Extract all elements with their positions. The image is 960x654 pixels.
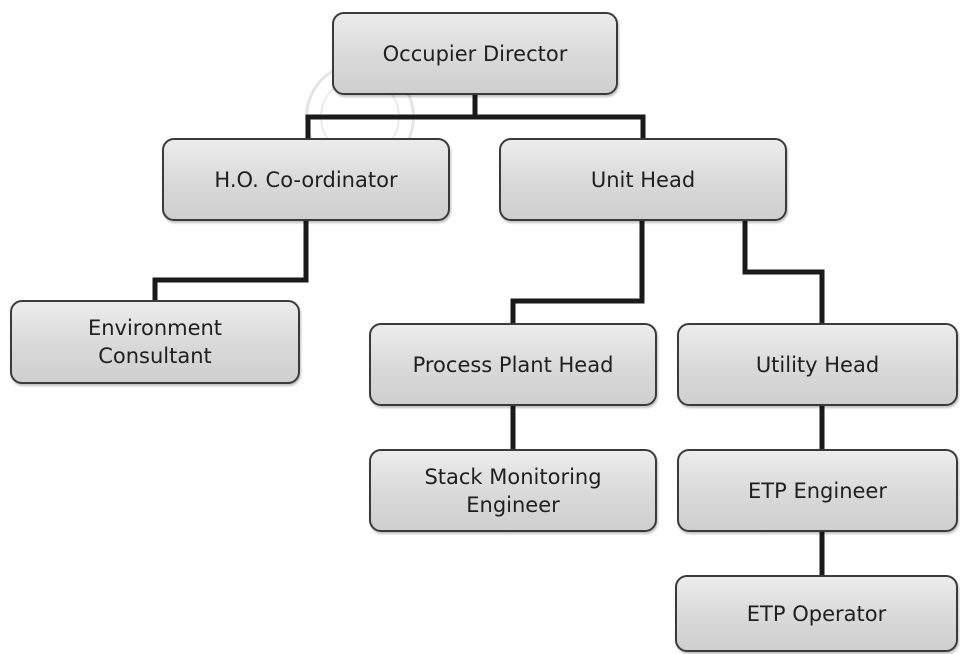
node-process-plant-head-label: Process Plant Head (412, 352, 614, 377)
node-utility-head-label: Utility Head (755, 352, 880, 377)
node-utility-head: Utility Head (677, 323, 958, 406)
node-process-plant-head: Process Plant Head (369, 323, 657, 406)
node-environment-consultant: Environment Consultant (10, 300, 300, 384)
node-etp-operator: ETP Operator (675, 575, 958, 652)
node-environment-consultant-label: Environment Consultant (87, 316, 223, 368)
node-unit-head: Unit Head (499, 138, 787, 221)
node-stack-monitoring-engineer: Stack Monitoring Engineer (369, 449, 657, 532)
node-occupier-director-label: Occupier Director (382, 41, 568, 66)
node-etp-operator-label: ETP Operator (746, 601, 887, 626)
node-etp-engineer-label: ETP Engineer (748, 478, 887, 503)
node-unit-head-label: Unit Head (590, 167, 696, 192)
node-occupier-director: Occupier Director (332, 12, 618, 95)
node-stack-monitoring-engineer-label: Stack Monitoring Engineer (424, 464, 602, 517)
node-ho-coordinator: H.O. Co-ordinator (162, 138, 450, 221)
node-ho-coordinator-label: H.O. Co-ordinator (214, 167, 398, 192)
node-etp-engineer: ETP Engineer (677, 449, 958, 532)
